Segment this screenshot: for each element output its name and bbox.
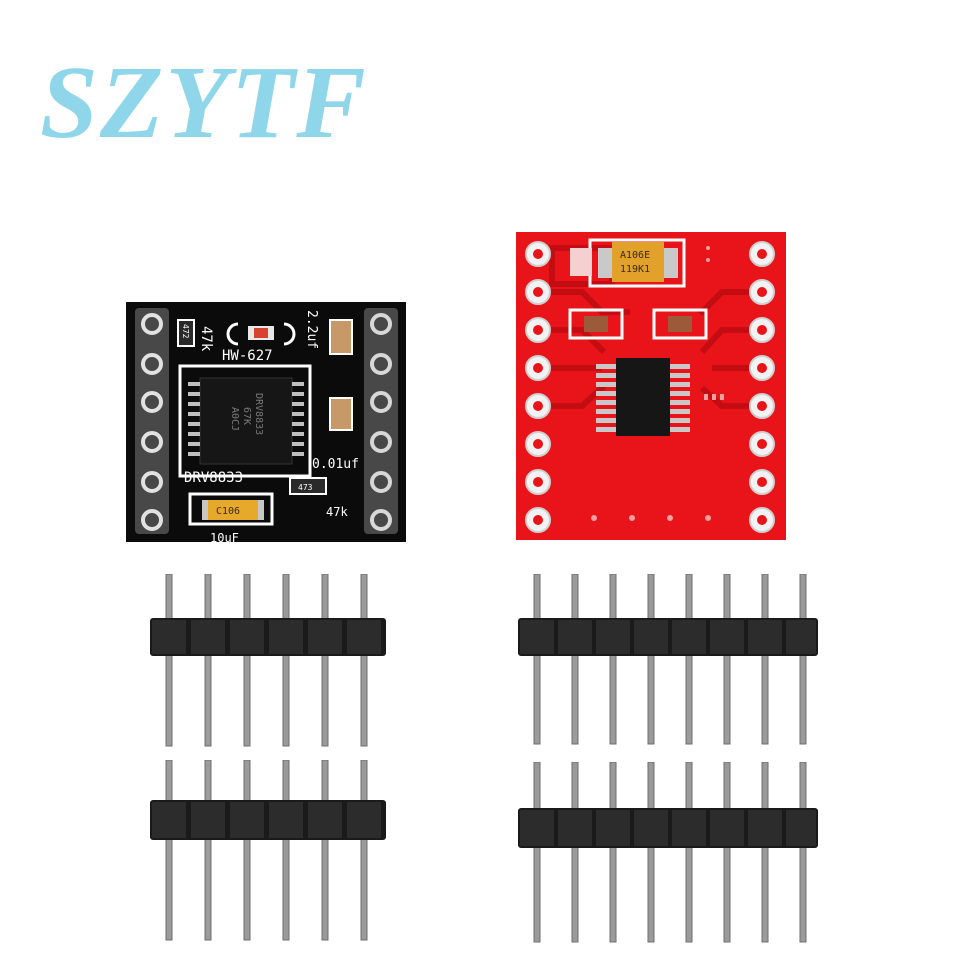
tantalum-cap-red-board: A106E 119K1 bbox=[598, 242, 678, 282]
svg-text:67K: 67K bbox=[241, 407, 252, 425]
svg-text:A106E: A106E bbox=[620, 250, 650, 261]
svg-text:C106: C106 bbox=[216, 506, 240, 517]
pin-header-8-top bbox=[512, 573, 822, 750]
brand-logo: SZYTF bbox=[40, 45, 410, 160]
silk-hw-627: HW-627 bbox=[222, 348, 273, 364]
silk-10uf: 10uF bbox=[210, 531, 239, 545]
red-driver-board: A106E 119K1 bbox=[512, 228, 792, 546]
black-driver-board: DRV8833 67K A0CJ 472 47k 2.2uf HW-627 0.… bbox=[120, 298, 412, 548]
pin-header-6-top bbox=[146, 573, 392, 750]
silk-0-01uf: 0.01uf bbox=[312, 457, 359, 472]
black-left-pads bbox=[141, 313, 163, 531]
led-component bbox=[226, 322, 296, 346]
silk-2-2uf: 2.2uf bbox=[304, 310, 319, 349]
svg-text:A0CJ: A0CJ bbox=[229, 407, 240, 431]
silk-drv8833: DRV8833 bbox=[184, 470, 243, 486]
driver-chip-red-board bbox=[596, 358, 690, 436]
black-right-pads bbox=[370, 313, 392, 531]
drv8833-chip: DRV8833 67K A0CJ bbox=[188, 377, 304, 465]
silk-47k-bottom: 47k bbox=[326, 505, 348, 519]
svg-text:DRV8833: DRV8833 bbox=[253, 393, 264, 435]
pin-header-8-bottom bbox=[512, 761, 822, 948]
svg-text:472: 472 bbox=[181, 324, 190, 339]
silk-47k-top: 47k bbox=[198, 326, 214, 352]
svg-text:119K1: 119K1 bbox=[620, 264, 650, 275]
pin-header-6-bottom bbox=[146, 759, 392, 946]
brand-logo-text: SZYTF bbox=[40, 45, 368, 155]
svg-text:473: 473 bbox=[298, 483, 313, 492]
tantalum-cap-10uf: C106 bbox=[202, 500, 264, 520]
